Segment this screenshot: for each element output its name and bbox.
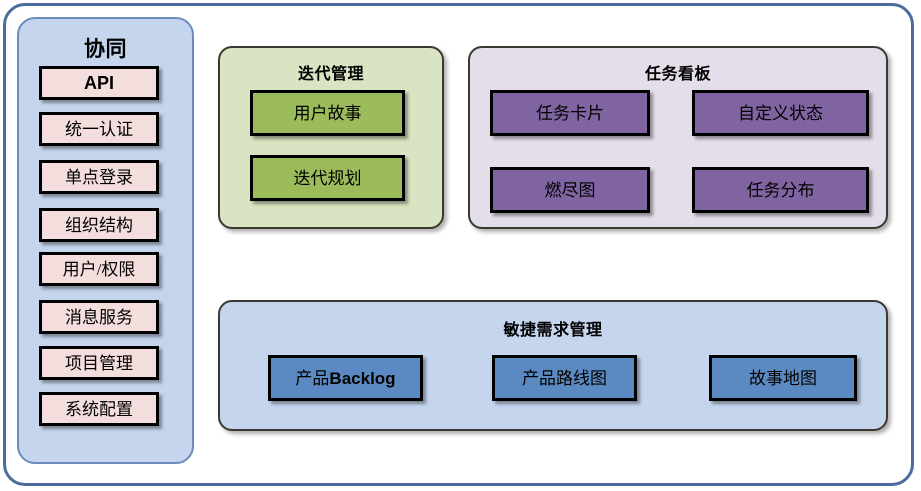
sidebar-item-project-management[interactable]: 项目管理 xyxy=(39,346,159,380)
agile-item-product-roadmap[interactable]: 产品路线图 xyxy=(492,355,637,401)
sidebar-item-unified-auth[interactable]: 统一认证 xyxy=(39,112,159,146)
agile-item-product-backlog-suffix: Backlog xyxy=(329,368,396,388)
sidebar-item-message-service[interactable]: 消息服务 xyxy=(39,300,159,334)
group-title-collaboration: 协同 xyxy=(84,38,127,61)
group-title-agile-requirements: 敏捷需求管理 xyxy=(503,322,603,339)
sidebar-item-system-config[interactable]: 系统配置 xyxy=(39,392,159,426)
taskboard-item-burndown-chart[interactable]: 燃尽图 xyxy=(490,167,650,213)
group-title-taskboard: 任务看板 xyxy=(644,66,711,83)
group-title-iteration: 迭代管理 xyxy=(297,66,364,83)
sidebar-item-user-permission[interactable]: 用户/权限 xyxy=(39,252,159,286)
sidebar-item-org-structure[interactable]: 组织结构 xyxy=(39,208,159,242)
sidebar-item-sso[interactable]: 单点登录 xyxy=(39,160,159,194)
taskboard-item-custom-status[interactable]: 自定义状态 xyxy=(692,90,869,136)
iteration-item-iteration-plan[interactable]: 迭代规划 xyxy=(250,155,405,201)
taskboard-item-task-card[interactable]: 任务卡片 xyxy=(490,90,650,136)
sidebar-item-api[interactable]: API xyxy=(39,66,159,100)
agile-item-story-map[interactable]: 故事地图 xyxy=(709,355,857,401)
iteration-item-user-story[interactable]: 用户故事 xyxy=(250,90,405,136)
agile-item-product-backlog-prefix: 产品 xyxy=(295,368,330,388)
group-panel-iteration[interactable]: 迭代管理 xyxy=(218,46,444,229)
taskboard-item-task-distribution[interactable]: 任务分布 xyxy=(692,167,869,213)
